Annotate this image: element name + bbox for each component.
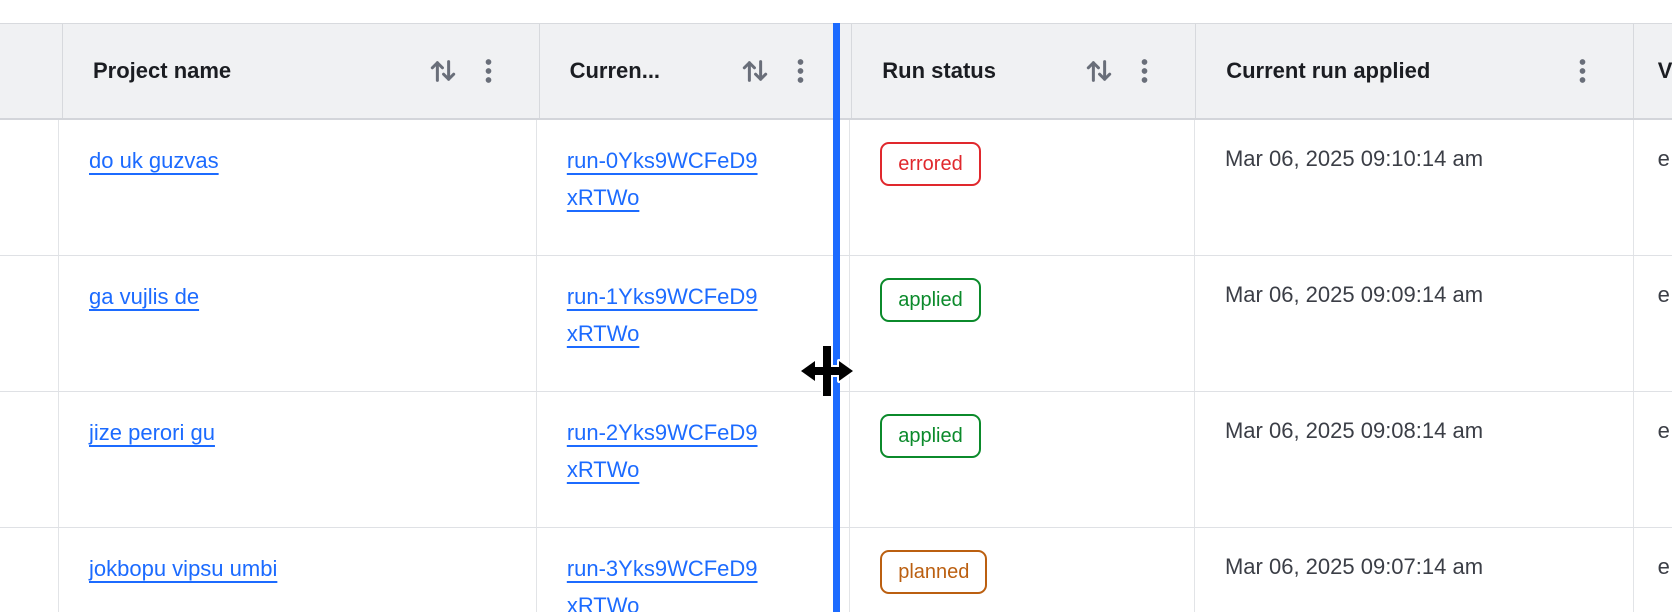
column-label-current-run-applied: Current run applied: [1226, 58, 1431, 83]
cell-project-name: jize perori gu: [59, 392, 537, 527]
kebab-menu-icon: [485, 59, 491, 83]
column-label-current-run: Curren...: [569, 58, 661, 83]
cell-clipped-right: e: [1634, 120, 1672, 255]
cell-current-run-applied: Mar 06, 2025 09:10:14 am: [1195, 120, 1634, 255]
cell-clipped-left: [0, 256, 59, 391]
sort-button-current-run[interactable]: [740, 54, 770, 88]
run-link[interactable]: run-3Yks9WCFeD9xRTWo: [566, 556, 758, 612]
run-applied-timestamp: Mar 06, 2025 09:09:14 am: [1224, 282, 1484, 307]
cell-current-run: run-3Yks9WCFeD9xRTWo: [537, 528, 851, 612]
project-link[interactable]: jize perori gu: [89, 420, 215, 445]
project-link[interactable]: ga vujlis de: [89, 284, 200, 309]
run-status-badge: applied: [880, 278, 981, 322]
cell-project-name: jokbopu vipsu umbi: [59, 528, 537, 612]
project-link[interactable]: do uk guzvas: [89, 148, 219, 173]
header-cell-clipped-right: V: [1634, 24, 1672, 118]
cell-run-status: errored: [850, 120, 1195, 255]
cell-run-status: applied: [850, 392, 1195, 527]
sort-icon: [1087, 60, 1112, 82]
cell-clipped-right: e: [1634, 256, 1672, 391]
cell-current-run: run-1Yks9WCFeD9xRTWo: [537, 256, 851, 391]
clipped-cell-text: e: [1657, 418, 1670, 443]
cell-project-name: do uk guzvas: [59, 120, 537, 255]
sort-icon: [430, 60, 455, 82]
column-label-run-status: Run status: [882, 58, 996, 83]
column-label-project-name: Project name: [93, 58, 232, 83]
header-cell-current-run-applied: Current run applied: [1196, 24, 1634, 118]
header-cell-project-name: Project name: [63, 24, 540, 118]
column-menu-button-current-run[interactable]: [796, 57, 805, 85]
cell-clipped-left: [0, 392, 59, 527]
column-menu-button-project-name[interactable]: [484, 57, 493, 85]
clipped-cell-text: e: [1657, 554, 1670, 579]
cell-current-run: run-2Yks9WCFeD9xRTWo: [537, 392, 851, 527]
kebab-menu-icon: [797, 59, 804, 83]
header-cell-current-run: Curren...: [540, 24, 853, 118]
run-link[interactable]: run-0Yks9WCFeD9xRTWo: [566, 148, 758, 210]
run-status-badge: applied: [880, 414, 981, 458]
column-menu-button-run-status[interactable]: [1140, 57, 1149, 85]
cell-current-run-applied: Mar 06, 2025 09:08:14 am: [1195, 392, 1634, 527]
cell-clipped-left: [0, 528, 59, 612]
kebab-menu-icon: [1579, 59, 1586, 83]
sort-button-project-name[interactable]: [428, 54, 458, 88]
column-resize-indicator[interactable]: [833, 23, 840, 612]
cell-run-status: planned: [850, 528, 1195, 612]
run-applied-timestamp: Mar 06, 2025 09:08:14 am: [1224, 418, 1484, 443]
sort-button-run-status[interactable]: [1084, 54, 1114, 88]
run-link[interactable]: run-2Yks9WCFeD9xRTWo: [566, 420, 758, 482]
cell-current-run-applied: Mar 06, 2025 09:07:14 am: [1195, 528, 1634, 612]
header-cell-run-status: Run status: [852, 24, 1197, 118]
column-label-clipped-right: V: [1657, 58, 1672, 83]
cell-run-status: applied: [850, 256, 1195, 391]
cell-clipped-right: e: [1634, 392, 1672, 527]
cell-current-run: run-0Yks9WCFeD9xRTWo: [537, 120, 851, 255]
kebab-menu-icon: [1141, 59, 1148, 83]
run-applied-timestamp: Mar 06, 2025 09:10:14 am: [1224, 146, 1484, 171]
header-cell-clipped-left: [0, 24, 63, 118]
cell-clipped-left: [0, 120, 59, 255]
run-applied-timestamp: Mar 06, 2025 09:07:14 am: [1224, 554, 1484, 579]
column-menu-button-current-run-applied[interactable]: [1578, 57, 1587, 85]
sort-icon: [743, 60, 768, 82]
run-status-badge: errored: [880, 142, 981, 186]
cell-current-run-applied: Mar 06, 2025 09:09:14 am: [1195, 256, 1634, 391]
project-link[interactable]: jokbopu vipsu umbi: [89, 556, 278, 581]
clipped-cell-text: e: [1657, 282, 1670, 307]
cell-clipped-right: e: [1634, 528, 1672, 612]
run-link[interactable]: run-1Yks9WCFeD9xRTWo: [566, 284, 758, 346]
cell-project-name: ga vujlis de: [59, 256, 537, 391]
run-status-badge: planned: [880, 550, 988, 594]
clipped-cell-text: e: [1657, 146, 1670, 171]
